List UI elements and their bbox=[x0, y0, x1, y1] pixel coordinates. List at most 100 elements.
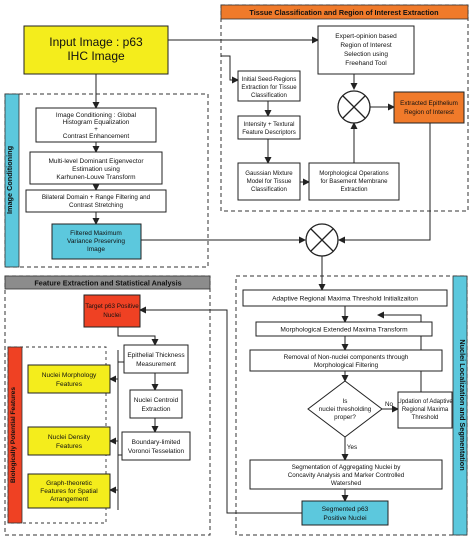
input-image-box bbox=[23, 25, 169, 75]
yes-label: Yes bbox=[347, 444, 357, 451]
nuclei-morphology-box bbox=[27, 364, 111, 394]
eigenvector-line-2: Estimation using bbox=[72, 166, 120, 173]
input-image-line-2: IHC Image bbox=[67, 49, 125, 63]
tissue-section: Tissue Classification and Region of Inte… bbox=[220, 4, 469, 212]
seed-region-line-2: Extraction for Tissue bbox=[241, 84, 297, 91]
gmm-line-3: Classification bbox=[251, 186, 287, 193]
combine-node-bottom bbox=[305, 223, 339, 257]
expert-roi-line-2: Region of Interest bbox=[340, 42, 392, 49]
feature-section-title: Feature Extraction and Statistical Analy… bbox=[34, 279, 181, 288]
eigenvector-line-3: Karhunen-Louve Transform bbox=[56, 174, 135, 181]
threshold-decision-line-1: Is bbox=[343, 398, 348, 405]
threshold-decision-line-3: proper? bbox=[334, 414, 356, 421]
extended-maxima-line-1: Morphological Extended Maxima Transform bbox=[280, 327, 408, 334]
segmented-nuclei-line-1: Segmented p63 bbox=[322, 506, 369, 513]
epithelial-thickness-box bbox=[123, 344, 189, 374]
filtered-image-line-1: Filtered Maximum bbox=[70, 230, 122, 237]
nuclei-centroid-line-1: Nuclei Centroid bbox=[134, 397, 179, 404]
gmm-box bbox=[237, 162, 301, 201]
morph-operations-line-3: Extraction bbox=[340, 186, 367, 193]
tissue-section-header bbox=[220, 4, 469, 20]
intensity-texture-line-1: Intensity + Textural bbox=[244, 121, 295, 128]
gmm-line-2: Model for Tissue bbox=[247, 178, 292, 185]
epithelium-roi-box bbox=[393, 91, 465, 124]
connectors bbox=[92, 36, 431, 514]
filtered-image-box bbox=[51, 223, 142, 260]
adaptive-threshold-line-1: Adaptive Regional Maxima Threshold Initi… bbox=[272, 296, 418, 303]
tissue-section-title: Tissue Classification and Region of Inte… bbox=[249, 8, 438, 17]
target-nuclei-line-2: Nuclei bbox=[103, 312, 121, 319]
voronoi-line-2: Voronoi Tesselation bbox=[128, 448, 185, 455]
conditioning-section-title: Image Conditioning bbox=[5, 146, 14, 214]
conditioning-section-header bbox=[4, 93, 20, 268]
nuclei-section-header bbox=[452, 275, 468, 536]
non-nuclei-removal-line-1: Removal of Non-nuclei components through bbox=[284, 354, 409, 361]
nuclei-density-box bbox=[27, 426, 111, 456]
eigenvector-line-1: Multi-level Dominant Eigenvector bbox=[48, 158, 144, 165]
histogram-equalization-line-1: Image Conditioning : Global bbox=[56, 112, 137, 119]
bilateral-filtering-box bbox=[25, 189, 167, 213]
gmm-line-1: Gaussian Mixture bbox=[245, 170, 293, 177]
graph-theoretic-line-3: Arrangement bbox=[50, 496, 88, 503]
bio-features-title: Biologically Potential Features bbox=[10, 387, 17, 483]
target-nuclei-line-1: Target p63 Positive bbox=[85, 303, 139, 310]
epithelial-thickness-line-2: Measurement bbox=[136, 361, 176, 368]
nuclei-section: Nuclei Localization and Segmentation bbox=[235, 275, 468, 536]
nuclei-density-line-1: Nuclei Density bbox=[48, 434, 91, 441]
aggregating-nuclei-line-1: Segmentation of Aggregating Nuclei by bbox=[292, 464, 402, 471]
seed-region-line-3: Classification bbox=[251, 92, 287, 99]
aggregating-nuclei-box bbox=[249, 459, 443, 490]
morph-operations-box bbox=[308, 162, 400, 201]
conditioning-section: Image Conditioning bbox=[4, 93, 209, 268]
epithelium-roi-line-1: Extracted Epithelium bbox=[400, 100, 458, 107]
intensity-texture-box bbox=[237, 115, 301, 140]
bio-features-header bbox=[7, 346, 23, 524]
threshold-update-line-1: Updation of Adaptive bbox=[397, 399, 453, 405]
voronoi-box bbox=[121, 431, 191, 461]
histogram-equalization-line-4: Contrast Enhancement bbox=[63, 133, 130, 140]
morph-operations-line-2: for Basement Membrane bbox=[320, 178, 388, 185]
epithelial-thickness-line-1: Epithelial Thickness bbox=[127, 352, 185, 359]
nuclei-centroid-line-2: Extraction bbox=[142, 406, 171, 413]
bilateral-filtering-line-1: Bilateral Domain + Range Filtering and bbox=[42, 194, 151, 201]
nuclei-morphology-line-1: Nuclei Morphology bbox=[42, 372, 97, 379]
seed-region-box bbox=[237, 70, 301, 102]
segmented-nuclei-line-2: Positive Nuclei bbox=[323, 515, 367, 522]
extended-maxima-box bbox=[255, 321, 433, 337]
nuclei-section-title: Nuclei Localization and Segmentation bbox=[458, 339, 467, 470]
histogram-equalization-line-3: + bbox=[94, 126, 98, 133]
feature-section-header bbox=[4, 275, 211, 290]
nuclei-density-line-2: Features bbox=[56, 443, 83, 450]
histogram-equalization-line-2: Histogram Equalization bbox=[63, 119, 130, 126]
aggregating-nuclei-line-3: Watershed bbox=[331, 480, 362, 487]
seed-region-line-1: Initial Seed-Regions bbox=[242, 76, 297, 83]
filtered-image-line-2: Variance Preserving bbox=[67, 238, 125, 245]
nuclei-centroid-box bbox=[129, 389, 183, 419]
graph-theoretic-box bbox=[27, 473, 111, 509]
expert-roi-box bbox=[317, 25, 415, 75]
segmented-nuclei-box bbox=[301, 500, 389, 526]
graph-theoretic-line-2: Features for Spatial bbox=[40, 488, 98, 495]
threshold-decision-diamond bbox=[307, 380, 383, 438]
threshold-update-line-2: Regional Maxima bbox=[402, 407, 449, 413]
bilateral-filtering-line-2: Contrast Stretching bbox=[69, 202, 123, 209]
histogram-equalization-box bbox=[35, 107, 157, 143]
threshold-update-line-3: Threshold bbox=[412, 415, 439, 421]
filtered-image-line-3: Image bbox=[87, 246, 105, 253]
input-image-line-1: Input Image : p63 bbox=[49, 35, 143, 49]
graph-theoretic-line-1: Graph-theoretic bbox=[46, 480, 93, 487]
expert-roi-line-4: Freehand Tool bbox=[345, 60, 387, 67]
nuclei-morphology-line-2: Features bbox=[56, 381, 83, 388]
no-label: No bbox=[385, 401, 394, 408]
voronoi-line-1: Boundary-limited bbox=[132, 439, 181, 446]
non-nuclei-removal-line-2: Morphological Filtering bbox=[314, 362, 379, 369]
expert-roi-line-1: Expert-opinion based bbox=[335, 33, 397, 40]
threshold-update-box bbox=[397, 391, 453, 429]
threshold-decision-line-2: nuclei thresholding bbox=[319, 406, 372, 413]
expert-roi-line-3: Selection using bbox=[344, 51, 388, 58]
adaptive-threshold-box bbox=[242, 289, 448, 307]
target-nuclei-box bbox=[83, 294, 141, 328]
epithelium-roi-line-2: Region of Interest bbox=[404, 109, 454, 116]
eigenvector-box bbox=[29, 151, 163, 185]
